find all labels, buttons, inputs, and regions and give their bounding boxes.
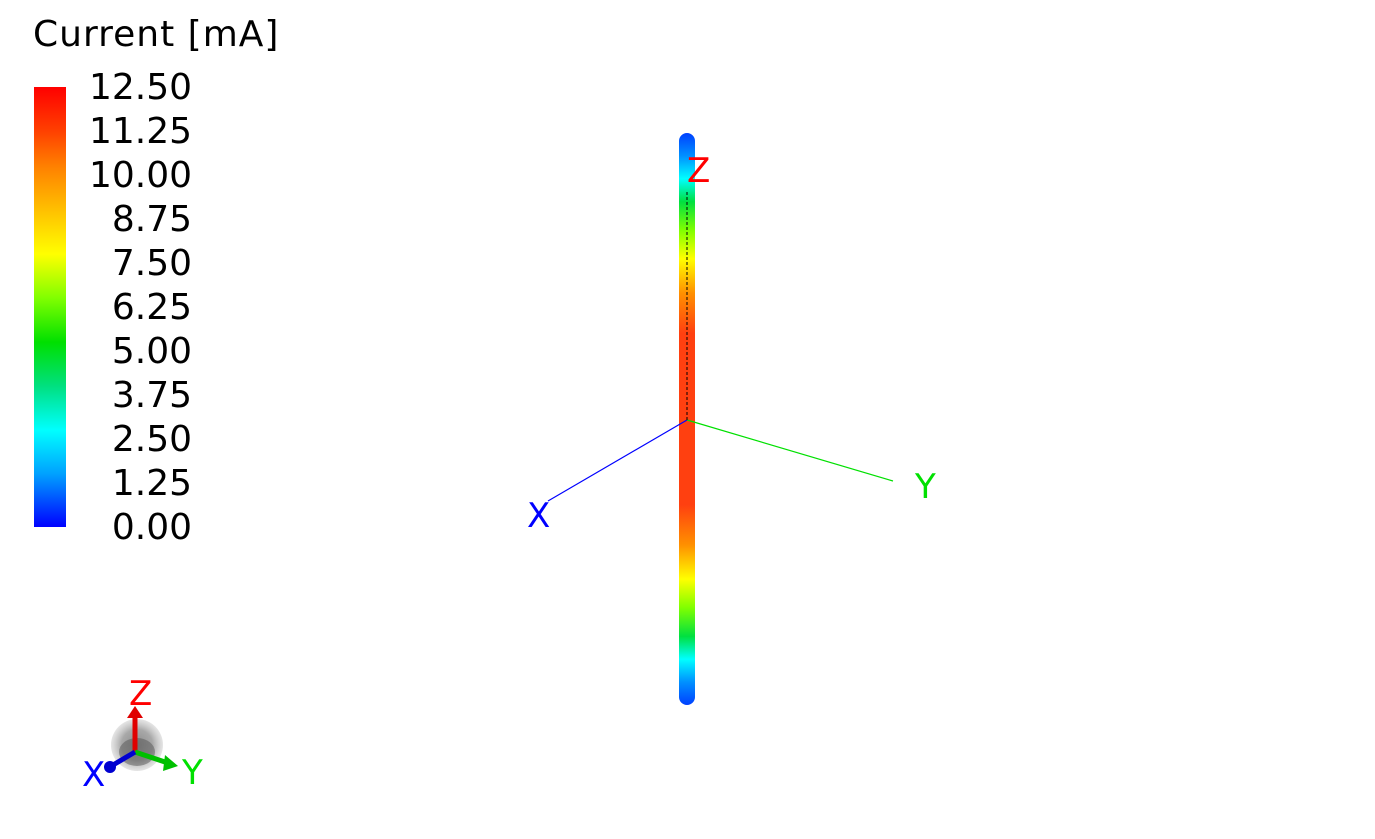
color-scale-tick-label: 10.00 xyxy=(88,155,192,196)
scene-axes: X Y Z xyxy=(527,151,936,536)
y-axis-label: Y xyxy=(914,467,936,507)
legend-title: Current [mA] xyxy=(33,14,280,55)
x-axis-line xyxy=(547,419,688,502)
color-scale-tick-label: 7.50 xyxy=(111,243,192,284)
color-scale-tick-label: 8.75 xyxy=(111,199,192,240)
y-axis-line xyxy=(686,419,894,482)
triad-y-label: Y xyxy=(181,753,203,793)
color-scale-tick-label: 3.75 xyxy=(111,375,192,416)
color-scale-tick-label: 6.25 xyxy=(111,287,192,328)
color-scale-bar xyxy=(34,87,66,527)
color-scale-tick-label: 12.50 xyxy=(88,67,192,108)
orientation-triad[interactable]: Z X Y xyxy=(82,674,203,795)
color-scale-tick-label: 5.00 xyxy=(111,331,192,372)
color-scale-tick-label: 1.25 xyxy=(111,463,192,504)
triad-x-label: X xyxy=(82,755,105,795)
triad-z-label: Z xyxy=(129,674,152,714)
x-axis-label: X xyxy=(527,496,550,536)
z-axis-label: Z xyxy=(687,151,710,191)
color-scale-tick-label: 2.50 xyxy=(111,419,192,460)
color-scale-tick-label: 11.25 xyxy=(88,111,192,152)
color-scale-tick-label: 0.00 xyxy=(111,507,192,548)
